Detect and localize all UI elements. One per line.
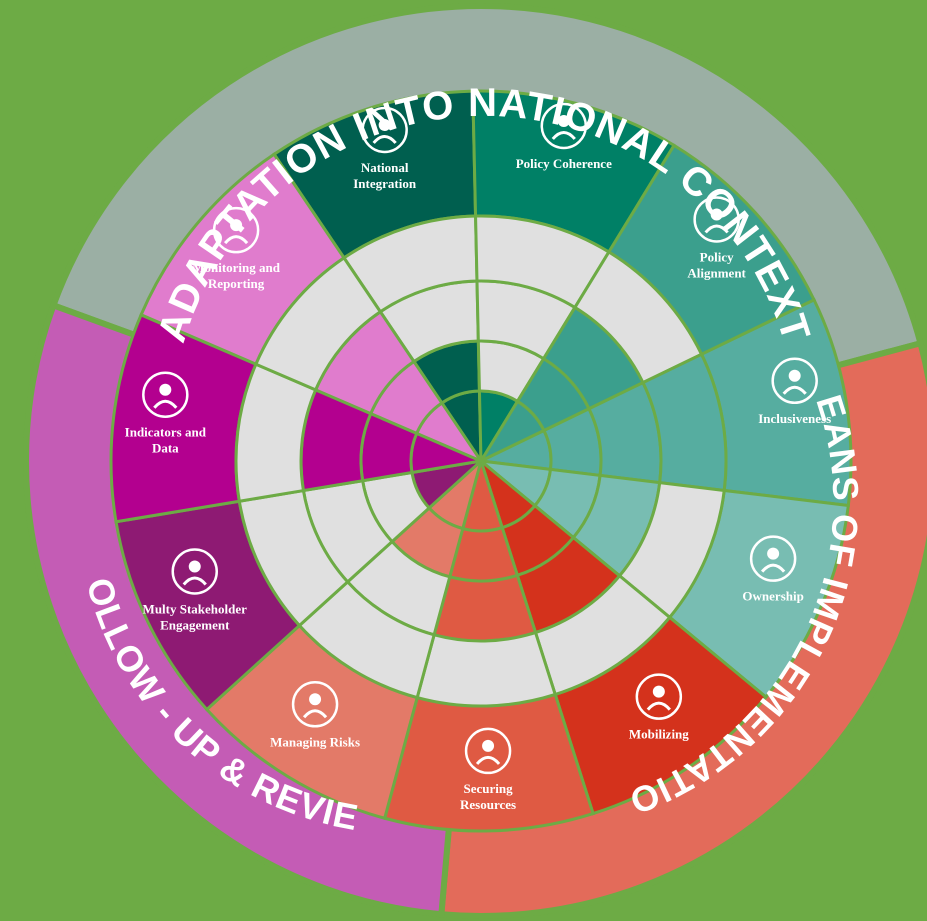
segment-label-line: Data — [152, 441, 179, 456]
segment-label: Inclusiveness — [758, 411, 831, 426]
segment-label-line: National — [361, 160, 409, 175]
dashboard-icon — [212, 206, 260, 254]
segment-label-line: Reporting — [208, 276, 265, 291]
handshake-icon — [635, 673, 683, 720]
segment-label-line: Securing — [464, 781, 514, 796]
segment-label-line: Resources — [460, 797, 516, 812]
segment-label-line: Multy Stakeholder — [143, 601, 248, 616]
segment-label-line: Policy — [700, 249, 734, 264]
segment-label-line: Indicators and — [125, 425, 207, 440]
megaphone-icon — [171, 548, 218, 595]
segment-label-line: Managing Risks — [270, 734, 360, 749]
chart-icon — [142, 371, 189, 418]
segment-label: Managing Risks — [270, 734, 360, 749]
segment-label-line: Mobilizing — [629, 727, 689, 742]
segment-label-line: Integration — [353, 176, 417, 191]
segment-label-line: Engagement — [160, 617, 230, 632]
hand-arrows-icon — [464, 727, 512, 775]
segment-label-line: Ownership — [742, 589, 803, 604]
segment-label-line: Inclusiveness — [758, 411, 831, 426]
segment-icons — [142, 102, 818, 775]
segment-label: Policy Coherence — [516, 156, 612, 171]
enter-icon — [361, 106, 408, 154]
radar-grid — [234, 214, 728, 708]
segment-label-line: Monitoring and — [192, 260, 281, 275]
segment-label: Mobilizing — [629, 727, 689, 742]
segment-label: Ownership — [742, 589, 803, 604]
people-circle-icon — [749, 535, 797, 582]
grid-cell — [253, 255, 383, 392]
segment-label-line: Policy Coherence — [516, 156, 612, 171]
grid-cell — [432, 573, 538, 643]
puzzle-icon — [693, 196, 740, 243]
segment-ring — [109, 89, 853, 833]
hands-icon — [540, 102, 588, 150]
hand-person-icon — [771, 357, 818, 405]
umbrella-icon — [291, 681, 339, 728]
segment-label-line: Alignment — [687, 265, 746, 280]
grid-cell — [415, 630, 558, 708]
